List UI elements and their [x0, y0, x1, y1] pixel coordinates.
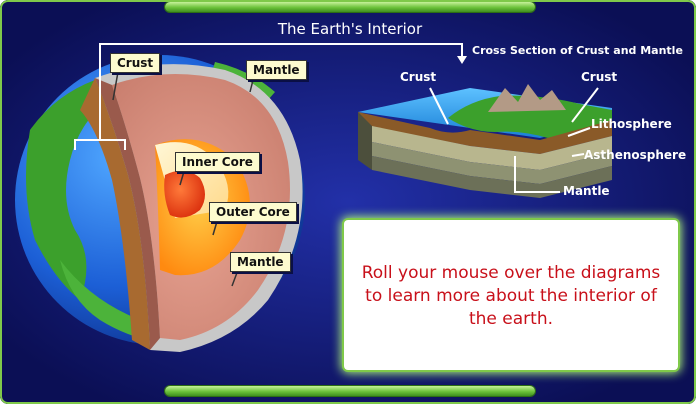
land-surface	[448, 95, 612, 138]
cs-label-crust-right[interactable]: Crust	[581, 70, 618, 84]
cs-label-asthenosphere[interactable]: Asthenosphere	[584, 148, 687, 162]
mantle-layer	[372, 156, 612, 198]
cross-section-title: Cross Section of Crust and Mantle	[472, 44, 683, 57]
instruction-panel: Roll your mouse over the diagrams to lea…	[344, 220, 678, 370]
pointer-mantle-bottom	[231, 269, 239, 287]
pointer-asthenosphere	[571, 153, 585, 157]
crust-layer	[358, 112, 612, 154]
pointer-cs-crust-right	[571, 87, 599, 123]
connector-arrow-icon	[457, 56, 467, 64]
label-mantle-top[interactable]: Mantle	[246, 60, 307, 80]
inner-core	[164, 170, 205, 218]
cs-label-crust-left[interactable]: Crust	[400, 70, 437, 84]
crust-slice-left	[80, 78, 150, 350]
asthenosphere-layer	[372, 142, 612, 184]
label-mantle-bottom[interactable]: Mantle	[230, 252, 291, 272]
pointer-lithosphere	[567, 127, 591, 137]
top-green-bar	[165, 2, 535, 12]
pointer-crust	[112, 71, 119, 101]
cs-label-mantle[interactable]: Mantle	[563, 184, 610, 198]
label-outer-core[interactable]: Outer Core	[209, 202, 297, 222]
mountain-range	[488, 84, 566, 112]
lithosphere-layer	[372, 126, 612, 170]
pointer-cs-mantle	[514, 156, 560, 193]
bottom-green-bar	[165, 386, 535, 396]
mantle-slice-edge	[95, 78, 160, 350]
connector-line	[99, 43, 463, 140]
continent-left	[26, 80, 110, 300]
label-crust[interactable]: Crust	[110, 53, 161, 73]
block-left-face	[358, 112, 372, 170]
page-title: The Earth's Interior	[277, 20, 423, 38]
cs-label-lithosphere[interactable]: Lithosphere	[591, 117, 672, 131]
instruction-text: Roll your mouse over the diagrams to lea…	[361, 263, 661, 329]
pointer-cs-crust-left	[429, 87, 449, 125]
label-inner-core[interactable]: Inner Core	[175, 152, 260, 172]
